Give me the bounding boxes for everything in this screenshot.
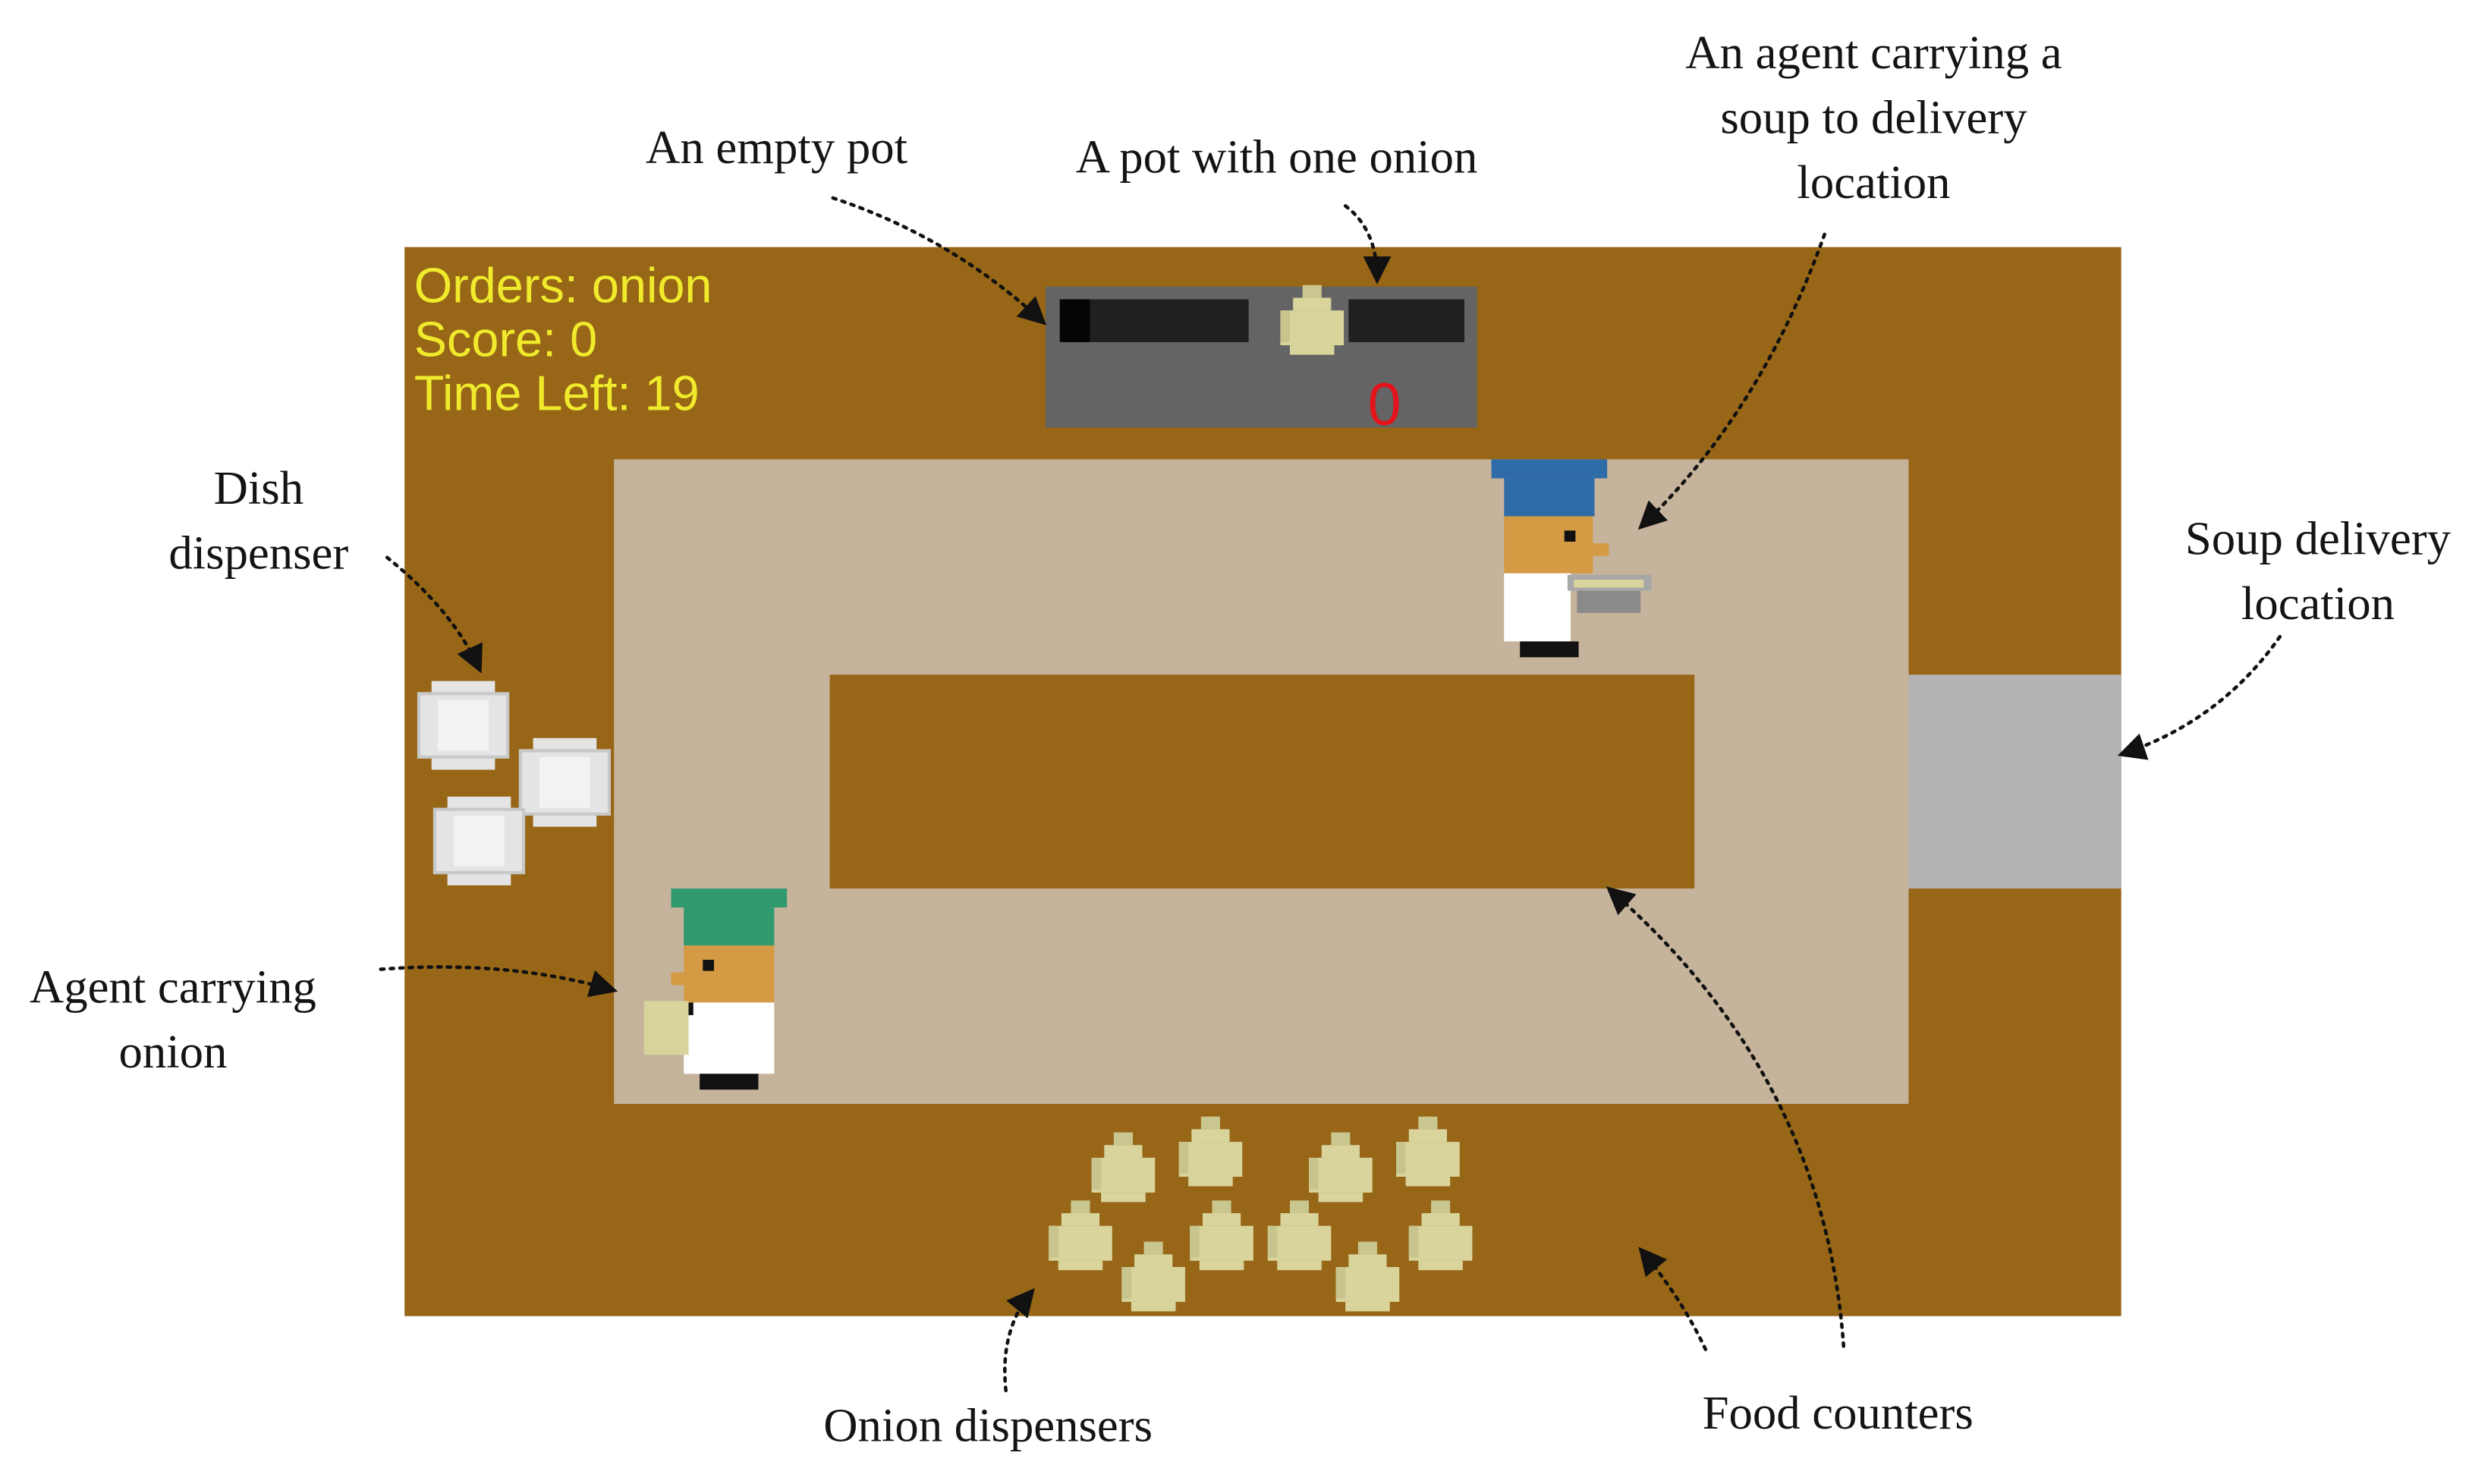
empty-pot <box>1059 299 1249 342</box>
plate-icon <box>521 738 609 827</box>
label-onion-dispensers: Onion dispensers <box>823 1400 1153 1453</box>
held-onion-icon <box>643 1001 689 1055</box>
label-empty-pot: An empty pot <box>646 121 908 174</box>
arrow-food-counters-b <box>1606 886 1846 1348</box>
center-food-counter <box>829 674 1695 889</box>
arrow-agent-onion <box>379 965 618 998</box>
label-dish-dispenser: Dish dispenser <box>168 462 349 580</box>
arrow-agent-soup <box>1637 232 1826 530</box>
label-agent-carrying-soup: An agent carrying a soup to delivery loc… <box>1685 27 2062 209</box>
agent-carrying-onion <box>643 888 788 1090</box>
label-food-counters: Food counters <box>1702 1387 1974 1440</box>
pot-station <box>1045 285 1477 428</box>
time-left-text: Time Left: 19 <box>414 366 700 422</box>
pot-with-one-onion <box>1280 285 1464 355</box>
agent-carrying-soup <box>1491 459 1652 658</box>
arrow-onion-dispensers <box>1003 1287 1035 1393</box>
arrow-food-counters-a <box>1638 1247 1708 1351</box>
arrow-dish-dispenser <box>385 555 483 674</box>
score-text: Score: 0 <box>414 312 598 368</box>
arrow-empty-pot <box>831 196 1047 325</box>
soup-bowl-icon <box>1567 574 1652 613</box>
plate-icon <box>419 681 508 770</box>
soup-delivery-location <box>1908 674 2121 889</box>
orders-text: Orders: onion <box>414 258 712 314</box>
label-agent-carrying-onion: Agent carrying onion <box>29 961 316 1079</box>
arrow-soup-delivery <box>2117 634 2282 760</box>
plate-icon <box>435 797 524 885</box>
pot-cooking-count: 0 <box>1367 372 1401 439</box>
arrow-pot-one-onion <box>1343 204 1392 285</box>
label-soup-delivery: Soup delivery location <box>2184 513 2452 630</box>
label-pot-one-onion: A pot with one onion <box>1075 131 1478 184</box>
hud-panel: Orders: onion Score: 0 Time Left: 19 <box>414 259 712 421</box>
